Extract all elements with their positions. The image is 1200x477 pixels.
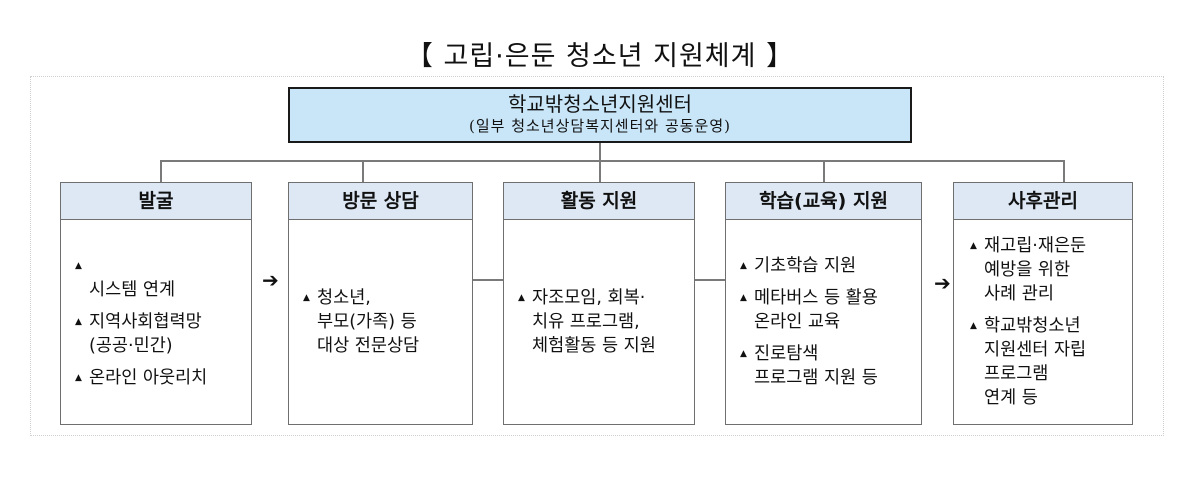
center-box: 학교밖청소년지원센터 (일부 청소년상담복지센터와 공동운영) <box>288 87 912 143</box>
triangle-bullet-icon: ▲ <box>740 293 747 303</box>
item-text: 기초학습 지원 <box>754 256 857 276</box>
connector-horizontal <box>160 160 1064 162</box>
column-visit-counseling: 방문 상담 ▲ 청소년, 부모(가족) 등 대상 전문상담 <box>288 182 473 425</box>
connector-link-3-4 <box>695 279 725 281</box>
list-item: ▲ 학교밖청소년 지원센터 자립 프로그램 연계 등 <box>970 314 1124 410</box>
center-note: (일부 청소년상담복지센터와 공동운영) <box>468 117 732 135</box>
triangle-bullet-icon: ▲ <box>970 321 977 331</box>
connector-link-2-3 <box>473 279 503 281</box>
column-header: 활동 지원 <box>504 183 694 220</box>
triangle-bullet-icon: ▲ <box>303 293 310 303</box>
triangle-bullet-icon: ▲ <box>75 261 82 271</box>
item-text: 메타버스 등 활용 온라인 교육 <box>754 288 878 332</box>
item-text: 학교밖청소년 지원센터 자립 프로그램 연계 등 <box>984 316 1087 408</box>
item-text: 청소년, 부모(가족) 등 대상 전문상담 <box>317 288 420 356</box>
triangle-bullet-icon: ▲ <box>740 349 747 359</box>
triangle-bullet-icon: ▲ <box>75 373 82 383</box>
column-activity-support: 활동 지원 ▲ 자조모임, 회복· 치유 프로그램, 체험활동 등 지원 <box>503 182 695 425</box>
connector-vertical-top <box>599 143 601 160</box>
connector-drop-3 <box>599 160 601 182</box>
list-item: ▲ 온라인 아웃리치 <box>75 366 243 390</box>
list-item: ▲ 청소년, 부모(가족) 등 대상 전문상담 <box>303 286 464 358</box>
connector-drop-1 <box>160 160 162 182</box>
column-aftercare: 사후관리 ▲ 재고립·재은둔 예방을 위한 사례 관리 ▲ 학교밖청소년 지원센… <box>953 182 1133 425</box>
list-item: ▲ 진로탐색 프로그램 지원 등 <box>740 342 913 390</box>
center-name: 학교밖청소년지원센터 <box>508 92 692 116</box>
diagram-title: 【 고립·은둔 청소년 지원체계 】 <box>405 41 795 72</box>
column-learning-support: 학습(교육) 지원 ▲ 기초학습 지원 ▲ 메타버스 등 활용 온라인 교육 ▲… <box>725 182 922 425</box>
list-item: ▲ 기초학습 지원 <box>740 254 913 278</box>
connector-drop-2 <box>362 160 364 182</box>
item-text: 온라인 아웃리치 <box>89 368 208 388</box>
diagram-frame <box>30 76 1164 436</box>
triangle-bullet-icon: ▲ <box>518 293 525 303</box>
column-discovery: 발굴 ▲ 시스템 연계 ▲ 지역사회협력망 (공공·민간) ▲ 온라인 아웃리치 <box>60 182 252 425</box>
column-header: 발굴 <box>61 183 251 220</box>
list-item: ▲ 재고립·재은둔 예방을 위한 사례 관리 <box>970 234 1124 306</box>
item-text: 지역사회협력망 (공공·민간) <box>89 312 202 356</box>
connector-drop-5 <box>1063 160 1065 182</box>
arrow-right-icon: ➔ <box>262 268 279 292</box>
list-item: ▲ 시스템 연계 <box>75 254 243 302</box>
item-text: 진로탐색 프로그램 지원 등 <box>754 344 878 388</box>
list-item: ▲ 메타버스 등 활용 온라인 교육 <box>740 286 913 334</box>
triangle-bullet-icon: ▲ <box>740 261 747 271</box>
column-header: 방문 상담 <box>289 183 472 220</box>
triangle-bullet-icon: ▲ <box>75 317 82 327</box>
list-item: ▲ 자조모임, 회복· 치유 프로그램, 체험활동 등 지원 <box>518 286 686 358</box>
triangle-bullet-icon: ▲ <box>970 241 977 251</box>
arrow-right-icon: ➔ <box>934 271 951 295</box>
item-text: 시스템 연계 <box>89 280 176 300</box>
connector-drop-4 <box>823 160 825 182</box>
list-item: ▲ 지역사회협력망 (공공·민간) <box>75 310 243 358</box>
item-text: 재고립·재은둔 예방을 위한 사례 관리 <box>984 236 1087 304</box>
item-text: 자조모임, 회복· 치유 프로그램, 체험활동 등 지원 <box>532 288 656 356</box>
column-header: 사후관리 <box>954 183 1132 220</box>
column-header: 학습(교육) 지원 <box>726 183 921 220</box>
